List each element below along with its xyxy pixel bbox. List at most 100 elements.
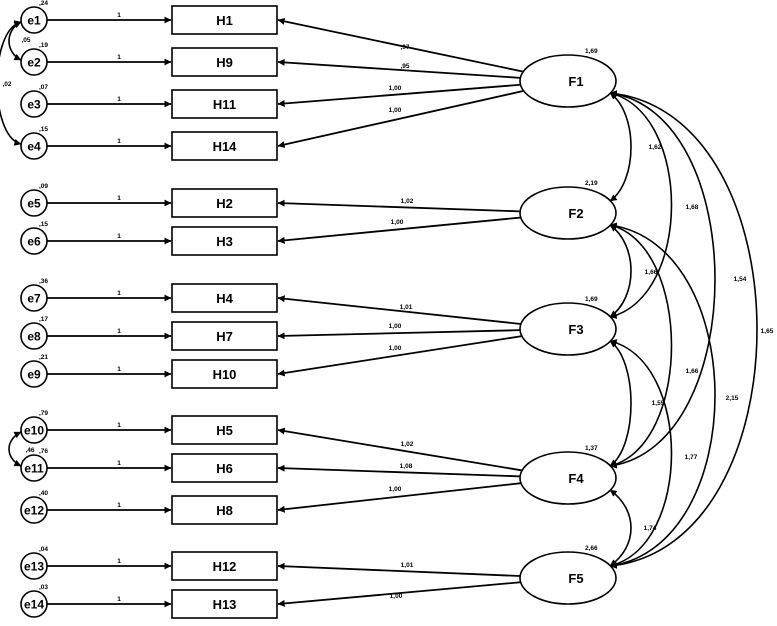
loading-value-H13: 1,00 (390, 593, 403, 600)
factor-variance-F4: 1,37 (585, 445, 598, 452)
indicator-box-H8 (171, 495, 278, 525)
error-term-e6 (20, 227, 48, 255)
indicator-label-H5: H5 (216, 423, 233, 438)
factor-ellipse-F5 (519, 551, 617, 605)
indicator-box-H4 (171, 283, 278, 313)
loading-path-F4-H5 (277, 427, 523, 472)
factor-covariance-F3-F5 (609, 339, 673, 568)
error-label-e13: e13 (24, 560, 44, 574)
factor-covariance-F1-F4 (609, 90, 716, 469)
indicator-label-H10: H10 (213, 367, 237, 382)
error-term-e8 (20, 322, 48, 350)
error-label-e11: e11 (24, 462, 44, 476)
indicator-box-H1 (171, 5, 278, 35)
factor-label-F3: F3 (568, 322, 583, 337)
error-path-weight-e8: 1 (117, 328, 121, 335)
indicator-box-H12 (171, 551, 278, 581)
error-path-weight-e3: 1 (117, 96, 121, 103)
error-path-weight-e11: 1 (117, 460, 121, 467)
error-path-weight-e13: 1 (117, 558, 121, 565)
factor-ellipse-F4 (519, 451, 617, 505)
error-variance-e9: ,21 (39, 354, 48, 361)
factor-covariance-value-F1-F2: 1,62 (649, 144, 662, 151)
indicator-box-H9 (171, 47, 278, 77)
indicator-label-H9: H9 (216, 55, 233, 70)
error-covariance-e1-e4 (0, 20, 22, 146)
error-term-e12 (20, 496, 48, 524)
error-variance-e13: ,04 (39, 546, 48, 553)
error-term-e4 (20, 132, 48, 160)
factor-label-F1: F1 (568, 74, 583, 89)
indicator-box-H7 (171, 321, 278, 351)
error-variance-e1: ,24 (39, 0, 48, 7)
indicator-label-H13: H13 (213, 597, 237, 612)
error-path-weight-e2: 1 (117, 54, 121, 61)
error-path-weight-e7: 1 (117, 290, 121, 297)
error-covariance-value-e10-e11: ,46 (25, 447, 34, 454)
factor-covariance-value-F1-F4: 1,54 (734, 276, 747, 283)
error-path-weight-e4: 1 (117, 138, 121, 145)
loading-value-H10: 1,00 (389, 345, 402, 352)
error-term-e10 (20, 416, 48, 444)
indicator-box-H2 (171, 188, 278, 218)
error-label-e10: e10 (24, 424, 44, 438)
indicator-label-H6: H6 (216, 461, 233, 476)
factor-label-F4: F4 (568, 471, 584, 486)
factor-covariance-value-F1-F3: 1,68 (686, 204, 699, 211)
error-path-weight-e10: 1 (117, 422, 121, 429)
loading-path-F3-H7 (277, 329, 521, 340)
factor-covariance-value-F4-F5: 1,74 (644, 525, 657, 532)
error-label-e8: e8 (27, 330, 41, 344)
error-covariance-value-e1-e4: ,02 (2, 81, 11, 88)
indicator-label-H7: H7 (216, 329, 233, 344)
factor-covariance-F1-F3 (609, 91, 673, 319)
error-variance-e14: ,03 (39, 584, 48, 591)
factor-covariance-value-F2-F5: 2,15 (726, 395, 739, 402)
loading-path-F5-H12 (277, 562, 521, 577)
factor-covariance-value-F3-F4: 1,55 (652, 400, 665, 407)
factor-covariance-value-F2-F4: 1,66 (686, 368, 699, 375)
error-variance-e8: ,17 (39, 316, 48, 323)
loading-value-H9: ,95 (400, 63, 409, 70)
error-variance-e4: ,15 (39, 126, 48, 133)
loading-path-F1-H9 (277, 58, 521, 79)
error-label-e3: e3 (27, 98, 41, 112)
loading-path-F4-H8 (277, 482, 522, 513)
error-label-e14: e14 (24, 598, 44, 612)
error-variance-e11: ,76 (39, 448, 48, 455)
loading-path-F3-H10 (277, 335, 522, 377)
indicator-label-H8: H8 (216, 503, 233, 518)
error-label-e2: e2 (27, 56, 41, 70)
indicator-box-H3 (171, 226, 278, 256)
error-term-e14 (20, 590, 48, 618)
error-label-e1: e1 (27, 14, 41, 28)
factor-covariance-value-F3-F5: 1,77 (685, 454, 698, 461)
indicator-label-H12: H12 (213, 559, 237, 574)
factor-ellipse-F2 (519, 186, 617, 240)
loading-value-H3: 1,00 (391, 219, 404, 226)
indicator-label-H4: H4 (216, 291, 233, 306)
factor-covariance-F1-F2 (609, 92, 632, 202)
loading-path-F4-H6 (277, 464, 521, 478)
error-label-e12: e12 (24, 504, 44, 518)
error-variance-e5: ,09 (39, 183, 48, 190)
factor-covariance-value-F1-F5: 1,65 (761, 328, 774, 335)
indicator-box-H14 (171, 131, 278, 161)
indicator-box-H5 (171, 415, 278, 445)
loading-path-F3-H4 (277, 295, 521, 325)
error-label-e4: e4 (27, 140, 41, 154)
factor-covariance-F3-F4 (609, 340, 632, 467)
factor-label-F2: F2 (568, 206, 583, 221)
loading-value-H6: 1,08 (400, 463, 413, 470)
error-path-weight-e1: 1 (117, 12, 121, 19)
error-variance-e3: ,07 (39, 84, 48, 91)
error-term-e11 (20, 454, 48, 482)
error-term-e3 (20, 90, 48, 118)
error-covariance-e10-e11 (8, 431, 22, 467)
factor-covariance-F2-F4 (609, 223, 673, 468)
loading-value-H5: 1,02 (401, 441, 414, 448)
indicator-label-H11: H11 (213, 97, 236, 112)
error-label-e7: e7 (27, 292, 41, 306)
error-term-e5 (20, 189, 48, 217)
